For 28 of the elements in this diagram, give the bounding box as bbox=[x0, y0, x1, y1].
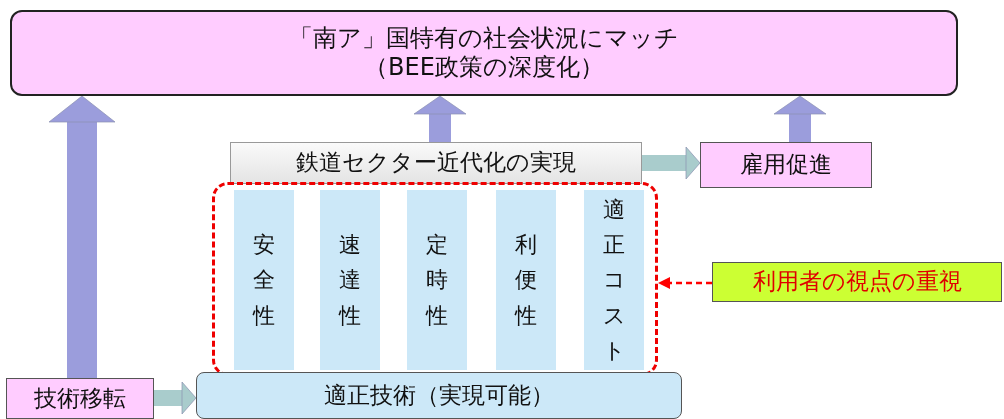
block-arrow bbox=[642, 146, 701, 180]
goal-box bbox=[10, 10, 958, 96]
block-arrow bbox=[413, 95, 467, 142]
pillar-label: 定時性 bbox=[426, 231, 448, 330]
box-label: 技術移転 bbox=[34, 384, 126, 413]
pillar-label: 利便性 bbox=[515, 231, 537, 330]
box-label: 鉄道セクター近代化の実現 bbox=[296, 149, 576, 177]
box-label: 「南ア」国特有の社会状況にマッチ bbox=[289, 24, 679, 53]
pillar-column bbox=[234, 190, 294, 370]
pillar-label: 安全性 bbox=[253, 231, 275, 330]
foundation-box bbox=[196, 372, 682, 419]
dashed-arrow bbox=[658, 277, 712, 289]
box-label: 雇用促進 bbox=[740, 151, 832, 179]
emphasis-box bbox=[712, 262, 1002, 302]
block-arrow bbox=[48, 95, 116, 378]
box-label: （BEE政策の深度化） bbox=[364, 53, 604, 82]
pillar-column bbox=[496, 190, 556, 370]
process-box bbox=[230, 142, 642, 184]
box-label: 適正技術（実現可能） bbox=[324, 381, 554, 410]
pillar-label: 速達性 bbox=[339, 231, 361, 330]
pillar-label: 適正コスト bbox=[603, 196, 625, 365]
input-box bbox=[6, 378, 154, 419]
box-label: 利用者の視点の重視 bbox=[752, 268, 962, 296]
pillar-column bbox=[407, 190, 467, 370]
pillar-column bbox=[584, 190, 644, 370]
pillar-column bbox=[320, 190, 380, 370]
result-box bbox=[700, 142, 872, 188]
block-arrow bbox=[773, 95, 827, 142]
